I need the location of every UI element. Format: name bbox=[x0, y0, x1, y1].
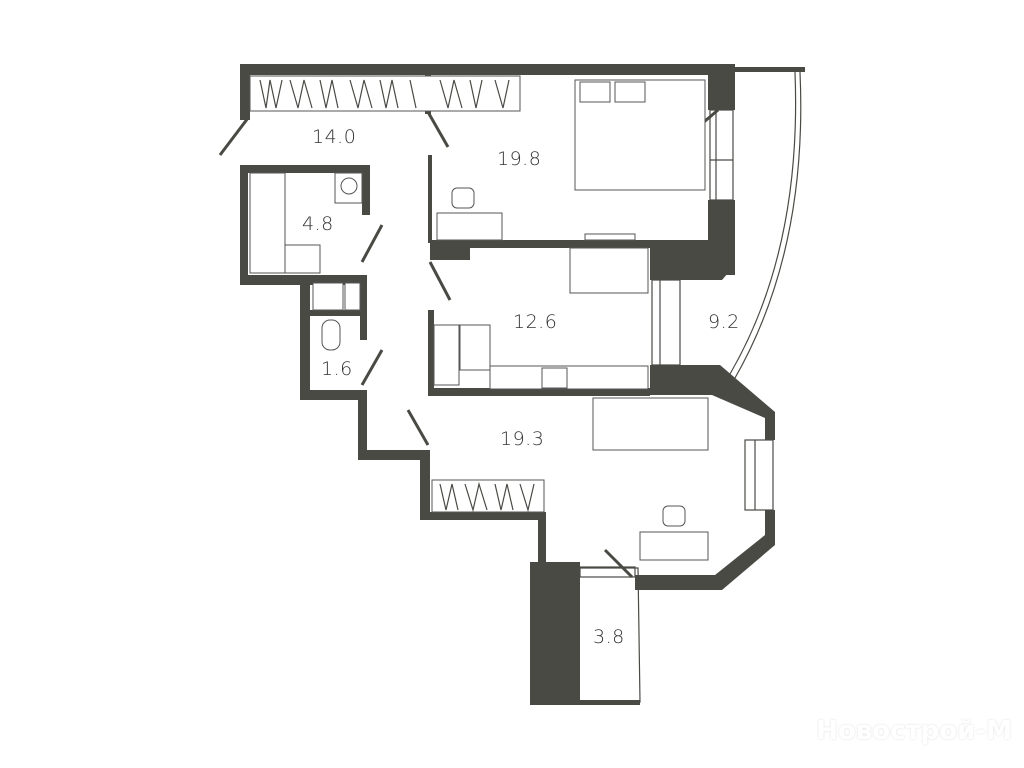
watermark: Новострой-М bbox=[816, 716, 1012, 746]
sink bbox=[284, 244, 321, 274]
room-area-bedroom-1: 19.8 bbox=[497, 148, 542, 170]
bathtub bbox=[249, 172, 286, 274]
wardrobe-2 bbox=[431, 479, 545, 513]
kitchen-counter bbox=[489, 365, 649, 390]
dining-table bbox=[569, 247, 649, 294]
desk bbox=[436, 212, 503, 241]
bed-2 bbox=[592, 397, 709, 451]
room-area-bathroom: 4.8 bbox=[302, 213, 334, 235]
furniture bbox=[249, 75, 709, 561]
windows bbox=[579, 109, 774, 578]
room-area-kitchen: 12.6 bbox=[513, 311, 558, 333]
walls bbox=[240, 64, 775, 705]
doors bbox=[218, 108, 719, 579]
room-area-toilet: 1.6 bbox=[321, 358, 353, 380]
desk-2 bbox=[639, 531, 709, 561]
tv bbox=[584, 233, 636, 241]
toilet-bowl bbox=[321, 319, 341, 351]
room-area-hall: 14.0 bbox=[312, 126, 357, 148]
room-area-bedroom-2: 19.3 bbox=[500, 428, 545, 450]
room-area-balcony-2: 3.8 bbox=[593, 626, 625, 648]
room-area-balcony-1: 9.2 bbox=[708, 311, 740, 333]
